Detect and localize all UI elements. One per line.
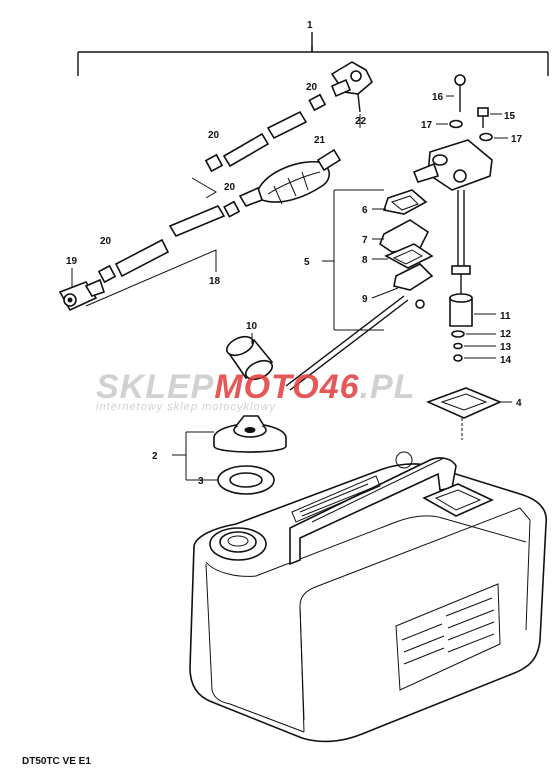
fuel-hose-lower [58, 204, 226, 312]
callout-20-a: 20 [306, 82, 318, 93]
callout-19: 19 [66, 256, 78, 267]
callout-5: 5 [304, 257, 310, 268]
watermark-brand-grey-1: SKLEP [96, 368, 214, 406]
watermark: SKLEPMOTO46.PL internetowy sklep motocyk… [96, 368, 415, 413]
watermark-brand-tld: .PL [360, 368, 416, 406]
callout-1: 1 [307, 20, 313, 31]
callout-22: 22 [355, 116, 367, 127]
callout-17-a: 17 [421, 120, 433, 131]
assembly-bracket-1 [77, 32, 549, 76]
callout-15: 15 [504, 111, 516, 122]
fuel-pickup-assembly [285, 74, 493, 391]
callout-17-b: 17 [511, 134, 523, 145]
callout-10: 10 [246, 321, 258, 332]
leader-9 [371, 287, 399, 299]
callout-12: 12 [500, 329, 512, 340]
svg-text:SKLEPMOTO46.PL: SKLEPMOTO46.PL [96, 368, 415, 406]
fuel-cap-part-2 [213, 415, 287, 453]
callout-20-b: 20 [208, 130, 220, 141]
watermark-brand-grey-2: 46 [319, 368, 360, 406]
callout-6: 6 [362, 205, 368, 216]
fuel-tank [189, 451, 548, 743]
callout-14: 14 [500, 355, 512, 366]
callout-2: 2 [152, 451, 158, 462]
callout-13: 13 [500, 342, 512, 353]
float-part-10 [226, 335, 274, 381]
callout-4: 4 [516, 398, 522, 409]
callout-7: 7 [362, 235, 368, 246]
callout-11: 11 [500, 311, 511, 322]
gasket-part-4 [425, 387, 503, 419]
fuel-hose-upper [191, 61, 373, 218]
callout-18: 18 [209, 276, 221, 287]
bracket-2-3 [172, 431, 218, 481]
model-code-label: DT50TC VE E1 [22, 756, 91, 767]
watermark-brand-red: MOTO [214, 368, 319, 406]
callout-21: 21 [314, 135, 326, 146]
callout-20-c: 20 [224, 182, 236, 193]
watermark-tagline: internetowy sklep motocyklowy [96, 401, 277, 413]
callout-9: 9 [362, 294, 368, 305]
callout-8: 8 [362, 255, 368, 266]
cap-gasket-part-3 [217, 465, 275, 495]
callout-16: 16 [432, 92, 444, 103]
callout-3: 3 [198, 476, 204, 487]
callout-20-d: 20 [100, 236, 112, 247]
